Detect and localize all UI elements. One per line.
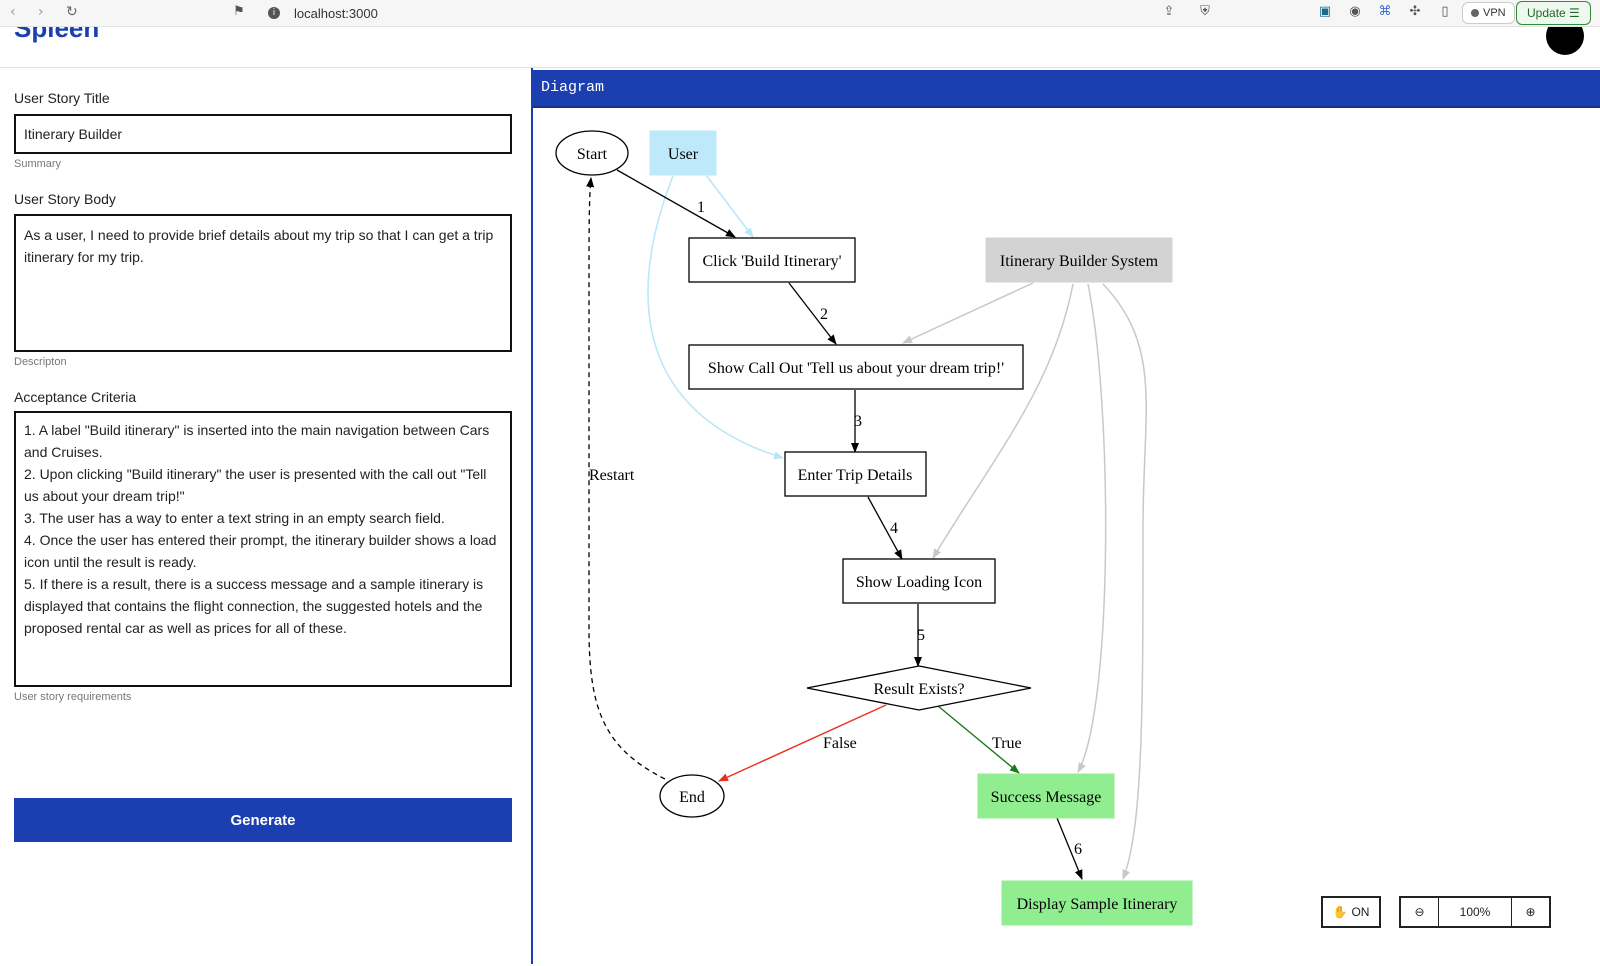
zoom-level: 100% — [1437, 898, 1511, 926]
avatar[interactable] — [1546, 27, 1584, 55]
app-logo[interactable]: Spleen — [14, 27, 100, 43]
edge-label-3: 3 — [854, 413, 862, 430]
title-helper: Summary — [14, 158, 62, 170]
criteria-helper: User story requirements — [14, 691, 132, 703]
edge-label-1: 1 — [697, 199, 705, 216]
back-icon[interactable]: ‹ — [10, 4, 16, 20]
pan-toggle[interactable]: ✋ ON — [1321, 896, 1381, 928]
node-user: User — [649, 130, 717, 176]
edge-label-true: True — [992, 735, 1022, 752]
edge-1 — [616, 169, 736, 238]
criteria-textarea[interactable]: 1. A label "Build itinerary" is inserted… — [14, 411, 512, 687]
node-decision-label: Result Exists? — [873, 681, 964, 698]
node-end: End — [659, 774, 725, 818]
vpn-status-icon — [1471, 9, 1479, 17]
node-system: Itinerary Builder System — [985, 237, 1173, 283]
node-loading-label: Show Loading Icon — [856, 574, 982, 591]
diagram-panel: Diagram — [531, 68, 1600, 964]
diagram-header: Diagram — [533, 70, 1600, 106]
zoom-out-button[interactable]: ⊖ — [1401, 898, 1438, 926]
edge-user-enter — [647, 175, 784, 460]
diagram-canvas[interactable]: 1 2 3 4 5 6 False True Restart Start Use… — [533, 106, 1600, 966]
pan-label: ON — [1351, 905, 1370, 919]
title-input[interactable] — [14, 114, 512, 154]
node-end-label: End — [679, 789, 705, 806]
puzzle-icon[interactable]: ✣ — [1409, 4, 1421, 19]
edge-label-6: 6 — [1074, 841, 1082, 858]
edge-system-success — [1077, 283, 1107, 773]
sidebar-icon[interactable]: ▯ — [1441, 4, 1449, 19]
vpn-label: VPN — [1483, 7, 1506, 19]
zoom-out-icon: ⊖ — [1414, 905, 1425, 919]
extension-icon-2[interactable]: ◉ — [1349, 4, 1361, 19]
zoom-in-icon: ⊕ — [1525, 905, 1536, 919]
node-decision: Result Exists? — [806, 665, 1032, 711]
node-click-build-label: Click 'Build Itinerary' — [702, 253, 841, 270]
flowchart-svg: 1 2 3 4 5 6 False True Restart Start Use… — [555, 130, 1193, 926]
node-start: Start — [555, 130, 629, 176]
edge-6 — [1056, 817, 1083, 880]
node-start-label: Start — [577, 146, 608, 163]
node-system-label: Itinerary Builder System — [1000, 253, 1159, 270]
edge-system-callout — [902, 282, 1034, 344]
edge-system-loading — [932, 283, 1074, 559]
user-story-form: User Story Title Summary User Story Body… — [0, 68, 530, 964]
criteria-label: Acceptance Criteria — [14, 389, 137, 405]
zoom-in-button[interactable]: ⊕ — [1511, 898, 1549, 926]
translate-icon[interactable]: ⌘ — [1378, 4, 1392, 19]
forward-icon[interactable]: › — [38, 4, 44, 20]
bookmark-icon[interactable]: ⚑ — [233, 4, 245, 19]
browser-toolbar: ‹ › ↻ ⚑ i localhost:3000 ⇪ ⛨ ▣ ◉ ⌘ ✣ ▯ V… — [0, 0, 1600, 27]
edge-label-2: 2 — [820, 306, 828, 323]
generate-button[interactable]: Generate — [14, 798, 512, 842]
title-label: User Story Title — [14, 90, 110, 106]
edge-2 — [788, 282, 837, 345]
node-display-label: Display Sample Itinerary — [1017, 896, 1178, 913]
edge-label-5: 5 — [917, 627, 925, 644]
edge-false — [718, 704, 887, 782]
brave-shield-icon[interactable]: ⛨ — [1200, 4, 1210, 19]
zoom-controls: ⊖ 100% ⊕ — [1399, 896, 1551, 928]
node-callout: Show Call Out 'Tell us about your dream … — [688, 344, 1024, 390]
node-enter-label: Enter Trip Details — [798, 467, 913, 484]
update-label: Update — [1527, 6, 1566, 20]
node-callout-label: Show Call Out 'Tell us about your dream … — [708, 360, 1004, 377]
update-button[interactable]: Update ☰ — [1516, 1, 1591, 25]
vpn-button[interactable]: VPN — [1462, 2, 1515, 24]
reload-icon[interactable]: ↻ — [66, 4, 78, 20]
app-header: Spleen — [0, 27, 1600, 68]
edge-user-click — [705, 174, 754, 238]
share-icon[interactable]: ⇪ — [1163, 4, 1175, 19]
site-info-icon[interactable]: i — [268, 7, 280, 19]
extension-icon[interactable]: ▣ — [1318, 4, 1332, 19]
node-success-label: Success Message — [991, 789, 1102, 806]
body-textarea[interactable]: As a user, I need to provide brief detai… — [14, 214, 512, 352]
menu-icon: ☰ — [1569, 6, 1580, 20]
node-click-build: Click 'Build Itinerary' — [688, 237, 856, 283]
edge-4 — [867, 496, 903, 560]
node-user-label: User — [668, 146, 699, 163]
address-bar[interactable]: i localhost:3000 — [268, 3, 378, 23]
node-loading: Show Loading Icon — [842, 558, 996, 604]
edge-label-restart: Restart — [589, 467, 635, 484]
node-display: Display Sample Itinerary — [1001, 880, 1193, 926]
url-text: localhost:3000 — [294, 5, 378, 21]
hand-icon: ✋ — [1332, 905, 1348, 919]
edge-label-4: 4 — [890, 520, 898, 537]
node-success: Success Message — [977, 773, 1115, 819]
edge-restart — [586, 177, 666, 780]
body-helper: Descripton — [14, 356, 67, 368]
node-enter: Enter Trip Details — [784, 451, 927, 497]
body-label: User Story Body — [14, 191, 116, 207]
edge-true — [937, 705, 1020, 774]
edge-label-false: False — [823, 735, 857, 752]
edge-system-display — [1102, 283, 1147, 880]
